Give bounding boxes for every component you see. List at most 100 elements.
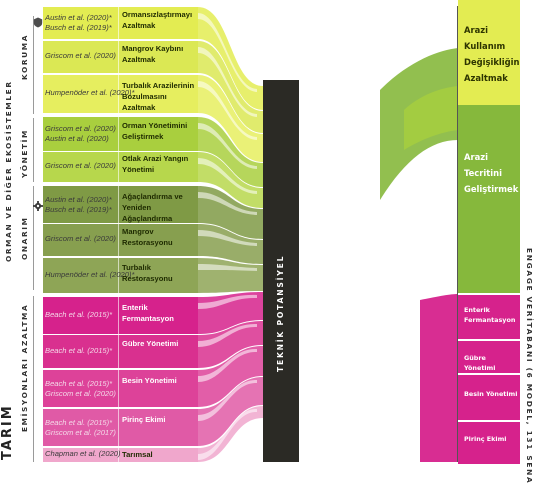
flow-highlight (198, 230, 257, 246)
citation-text: Austin et al. (2020)* (45, 194, 112, 204)
measure-row: Humpenöder et al. (2020)*Turbalık Arazil… (43, 75, 198, 113)
citation-text-secondary: Griscom et al. (2017) (45, 427, 116, 437)
citation-text: Chapman et al. (2020) (45, 449, 121, 458)
engage-segment: Pirinç Ekimi (458, 420, 520, 464)
flow-highlight (198, 47, 257, 117)
technical-potential-label: TEKNİK POTANSİYEL (276, 254, 285, 372)
flow-highlight (198, 408, 257, 460)
flow-highlight (198, 323, 257, 347)
citation-box (43, 75, 119, 113)
engage-segment: Arazi Kullanım Değişikliğini Azaltmak (458, 0, 520, 105)
citation-text: Griscom et al. (2020) (45, 51, 116, 60)
citation-box (43, 7, 119, 39)
engage-axis-label: ENGAGE VERİTABANI (6 MODEL, 131 SENA (525, 248, 534, 484)
flow-to-potential (198, 41, 263, 133)
flow-highlight (198, 13, 257, 92)
measure-row: Chapman et al. (2020)Tarımsal (43, 448, 198, 462)
engage-inflow-shape (404, 86, 458, 150)
flow-highlight (198, 81, 257, 140)
citation-text: Austin et al. (2020)* (45, 13, 112, 22)
measure-row: Griscom et al. (2020) Otlak Arazi Yangın … (43, 152, 198, 182)
citation-box (43, 152, 119, 182)
measure-row: Griscom et al. (2020) Mangrov Kaybını Aza… (43, 41, 198, 73)
citation-text: Humpenöder et al. (2020)* (45, 269, 135, 279)
measure-row: Beach et al. (2015)* Gübre Yönetimi (43, 335, 198, 368)
measure-label: Mangrov Kaybını Azaltmak (122, 44, 184, 64)
measure-label: Turbalık Restorasyonu (122, 262, 173, 283)
measure-label: Orman Yönetimini Geliştirmek (122, 121, 188, 141)
group-label-orman: ORMAN VE DİĞER EKOSİSTEMLER (4, 80, 13, 262)
engage-segment-label: Enterik Fermantasyon (464, 306, 516, 324)
citation-box (43, 258, 119, 293)
citation-box (43, 370, 119, 407)
shield-icon (33, 17, 43, 28)
citation-text: Beach et al. (2015)* (45, 309, 113, 319)
measure-label: Tarımsal (122, 450, 153, 459)
citation-text: Beach et al. (2015)* (45, 378, 113, 388)
measure-row: Humpenöder et al. (2020)*Turbalık Restor… (43, 258, 198, 293)
flow-to-potential (198, 321, 263, 368)
citation-box (43, 297, 119, 334)
engage-segment-label: Gübre Yönetimi (464, 354, 496, 372)
citation-text-secondary: Austin et al. (2020) (45, 134, 109, 143)
flow-highlight (198, 379, 257, 421)
engage-segment-label: Arazi Tecritini Geliştirmek (464, 152, 519, 194)
citation-text: Beach et al. (2015)* (45, 345, 113, 355)
technical-potential-bar (263, 80, 299, 462)
bracket-koruma (33, 16, 34, 114)
citation-box (43, 409, 119, 446)
citation-box (43, 41, 119, 73)
citation-text-secondary: Busch et al. (2019)* (45, 204, 112, 214)
group-label-tarim: TARIM (0, 404, 15, 460)
flow-highlight (198, 192, 257, 215)
measure-label: Ağaçlandırma ve Yeniden Ağaçlandırma (122, 191, 183, 223)
measure-row: Griscom et al. (2020)Austin et al. (2020… (43, 117, 198, 151)
flow-highlight (198, 348, 257, 382)
citation-text: Griscom et al. (2020) (45, 234, 116, 243)
measure-label: Ormansızlaştırmayı Azaltmak (122, 10, 193, 30)
group-label-koruma: KORUMA (20, 33, 29, 80)
flow-highlight (198, 158, 257, 194)
group-label-tarim-sub: EMİSYONLARI AZALTMA (20, 303, 29, 432)
citation-text: Griscom et al. (2020) (45, 161, 116, 170)
engage-segment: Arazi Tecritini Geliştirmek (458, 105, 520, 293)
flow-highlight (198, 264, 257, 271)
engage-column-frame (457, 6, 458, 462)
citation-box (43, 117, 119, 151)
measure-row: Beach et al. (2015)*Griscom et al. (2017… (43, 409, 198, 446)
flow-to-potential (198, 377, 263, 446)
engage-inflow-shape (420, 294, 458, 462)
citation-text: Beach et al. (2015)* (45, 417, 113, 427)
flow-highlight (198, 123, 257, 169)
engage-segment-label: Pirinç Ekimi (464, 435, 507, 443)
engage-segment: Enterik Fermantasyon (458, 293, 520, 341)
bracket-yonetim (33, 118, 34, 182)
measure-label: Gübre Yönetimi (122, 338, 179, 348)
flow-layer (198, 7, 458, 462)
citation-text: Griscom et al. (2020) (45, 124, 116, 133)
measure-row: Griscom et al. (2020) Mangrov Restorasyon… (43, 224, 198, 256)
flow-to-potential (198, 7, 263, 110)
measure-label: Otlak Arazi Yangın Yönetimi (122, 154, 189, 174)
citation-box (43, 186, 119, 223)
citation-box (43, 448, 119, 462)
group-label-yonetim: YÖNETİM (20, 129, 29, 178)
citation-box (43, 224, 119, 256)
group-label-onarim: ONARIM (20, 216, 29, 260)
measure-row: Austin et al. (2020)*Busch et al. (2019)… (43, 186, 198, 223)
engage-segment-label: Besin Yönetimi (464, 390, 518, 398)
bracket-tarim (33, 296, 34, 462)
engage-segment: Gübre Yönetimi (458, 339, 520, 375)
measure-label: Enterik Fermantasyon (122, 302, 174, 323)
measure-row: Beach et al. (2015)*Griscom et al. (2020… (43, 370, 198, 407)
flow-to-potential (198, 346, 263, 407)
measure-label: Besin Yönetimi (122, 375, 177, 385)
measure-label: Turbalık Arazilerinin Bozulmasını Azaltm… (122, 81, 195, 112)
engage-segment: Besin Yönetimi (458, 373, 520, 422)
gear-icon (33, 201, 43, 211)
bracket-onarim (33, 186, 34, 290)
engage-segment-label: Arazi Kullanım Değişikliğini Azaltmak (464, 25, 520, 83)
measure-label: Mangrov Restorasyonu (122, 227, 173, 247)
citation-text: Humpenöder et al. (2020)* (45, 88, 135, 97)
